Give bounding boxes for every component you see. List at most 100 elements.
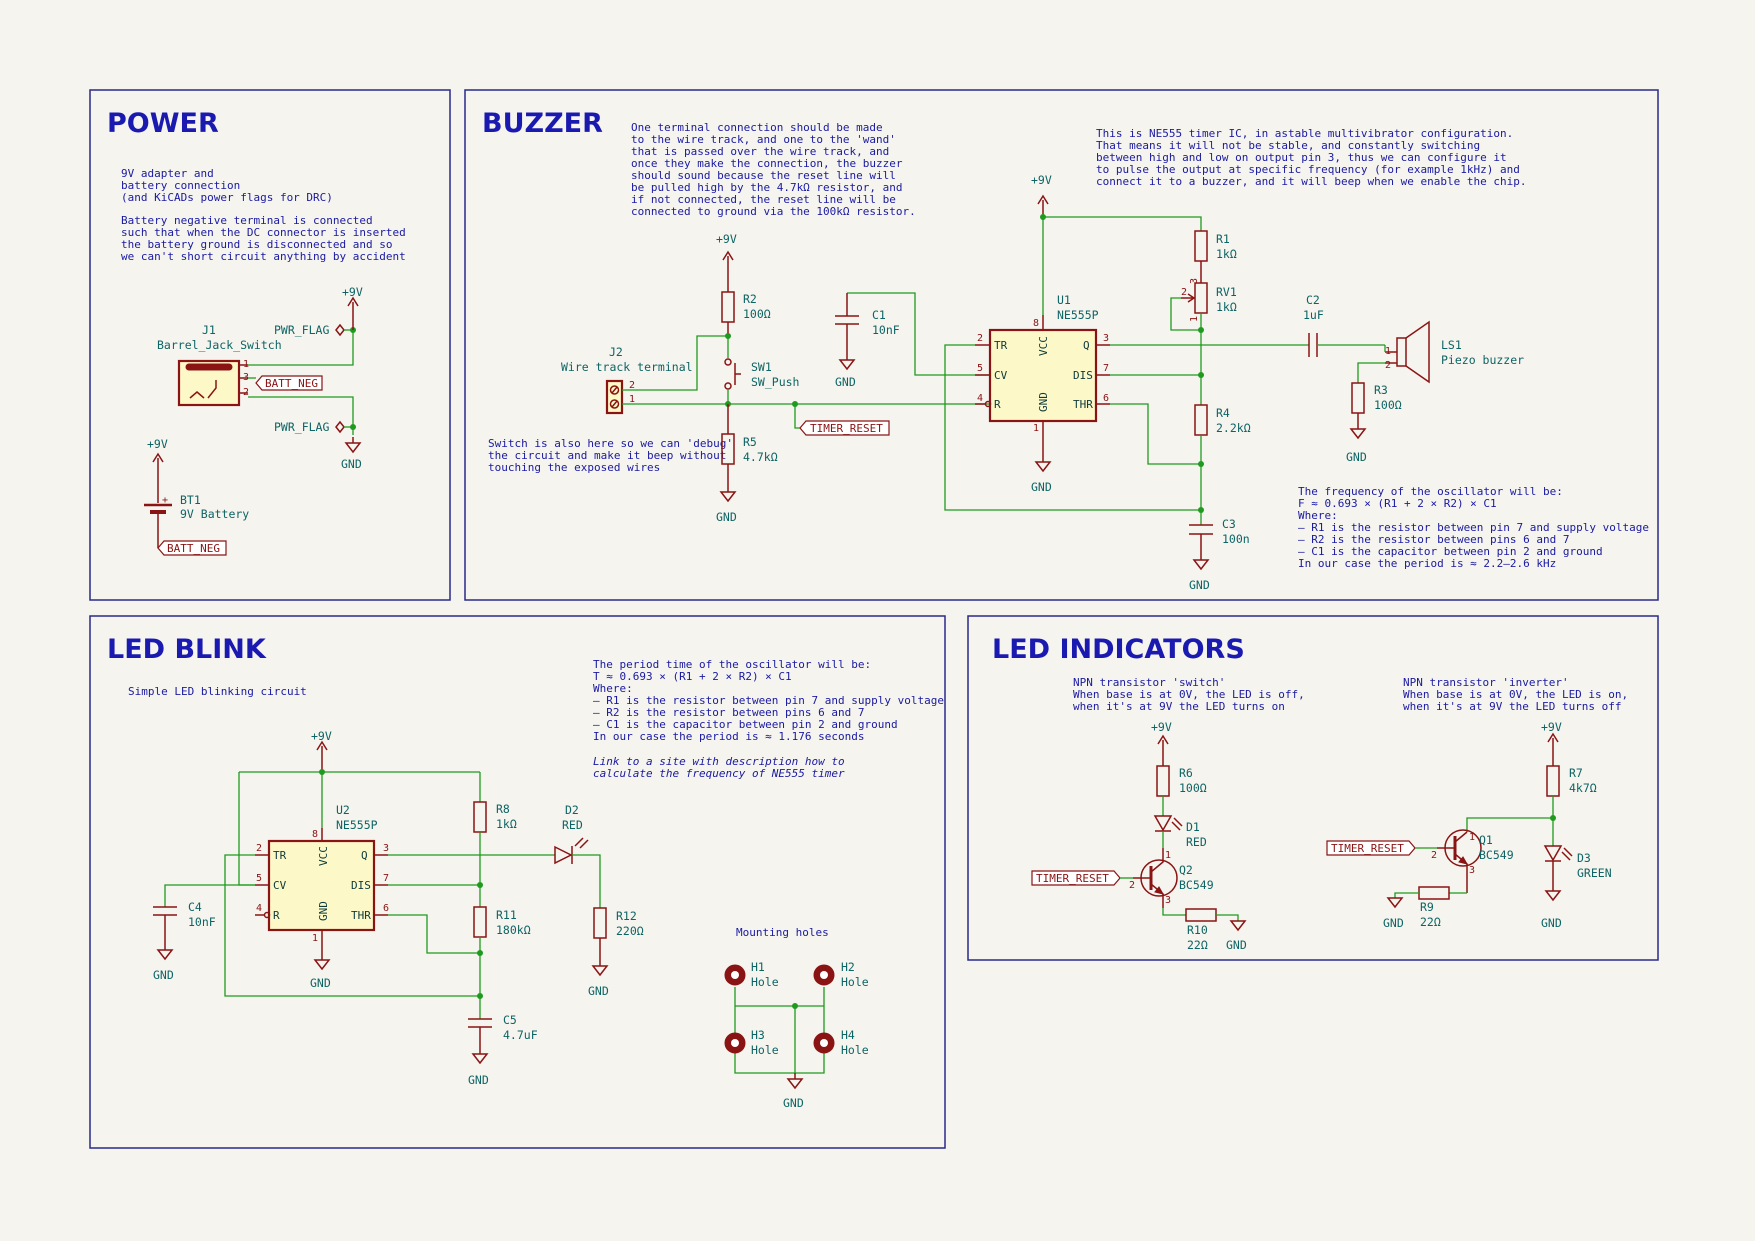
note-line: Switch is also here so we can 'debug' — [488, 437, 733, 450]
c4-value: 10nF — [188, 915, 216, 929]
plus9v-symbol — [1157, 734, 1169, 766]
r1-resistor — [1194, 230, 1208, 262]
plus9v-label: +9V — [1151, 720, 1172, 734]
q1-npn-transistor-icon — [1437, 829, 1482, 893]
r3-ref: R3 — [1374, 383, 1388, 397]
pwr-flag-1: PWR_FLAG — [274, 323, 329, 337]
pin-number: 7 — [1103, 363, 1109, 374]
plus9v-symbol — [1037, 194, 1049, 217]
q2-ref: Q2 — [1179, 863, 1193, 877]
note-line: such that when the DC connector is inser… — [121, 226, 406, 239]
rv1-ref: RV1 — [1216, 285, 1237, 299]
c5-capacitor — [468, 1018, 492, 1054]
r7-ref: R7 — [1569, 766, 1583, 780]
pin-number: 4 — [977, 393, 983, 404]
c2-value: 1uF — [1303, 308, 1324, 322]
pin-number: 1 — [629, 394, 635, 405]
note-line: when it's at 9V the LED turns on — [1073, 700, 1285, 713]
note-blink-link[interactable]: Link to a site with description how toca… — [593, 755, 845, 780]
d3-led-icon — [1543, 845, 1573, 862]
note-line: This is NE555 timer IC, in astable multi… — [1096, 127, 1513, 140]
u2-value: NE555P — [336, 818, 378, 832]
note-line: – C1 is the capacitor between pin 2 and … — [593, 718, 898, 731]
j2-terminal — [605, 379, 624, 415]
pin-label: TR — [273, 849, 287, 862]
note-npn-switch: NPN transistor 'switch'When base is at 0… — [1073, 676, 1305, 713]
gnd-symbol — [719, 464, 737, 503]
note-line: connected to ground via the 100kΩ resist… — [631, 205, 916, 218]
pin-number: 1 — [243, 359, 249, 370]
j1-ref: J1 — [202, 323, 216, 337]
note-mounting-holes: Mounting holes — [736, 926, 829, 939]
pin-label: Q — [361, 849, 368, 862]
pin-label: GND — [1037, 392, 1050, 412]
gnd-label: GND — [835, 375, 856, 389]
note-line: touching the exposed wires — [488, 461, 660, 474]
pin-number: 1 — [1033, 423, 1039, 434]
d1-led-icon — [1153, 815, 1183, 832]
r8-ref: R8 — [496, 802, 510, 816]
batt-neg-label-bt1: BATT_NEG — [157, 540, 227, 556]
pin-number: 3 — [243, 372, 249, 383]
gnd-label: GND — [1346, 450, 1367, 464]
sw1-value: SW_Push — [751, 375, 799, 389]
r5-ref: R5 — [743, 435, 757, 449]
pin-number: 3 — [1103, 333, 1109, 344]
pin-number: 1 — [1385, 346, 1391, 357]
note-line: Where: — [1298, 509, 1338, 522]
timer-reset-label-q2: TIMER_RESET — [1031, 870, 1121, 886]
pwr-flag-icon — [335, 420, 345, 434]
pin-number: 2 — [243, 387, 249, 398]
r6-value: 100Ω — [1179, 781, 1207, 795]
note-line: – R2 is the resistor between pins 6 and … — [1298, 533, 1570, 546]
h2-value: Hole — [841, 975, 869, 989]
r12-value: 220Ω — [616, 924, 644, 938]
gnd-label: GND — [468, 1073, 489, 1087]
pin-number: 1 — [1189, 316, 1200, 322]
note-line: – C1 is the capacitor between pin 2 and … — [1298, 545, 1603, 558]
r9-value: 22Ω — [1420, 915, 1441, 929]
note-line: to the wire track, and one to the 'wand' — [631, 133, 896, 146]
j2-value: Wire track terminal — [561, 360, 693, 374]
note-line: NPN transistor 'inverter' — [1403, 676, 1569, 689]
pin-number: 1 — [1165, 850, 1171, 861]
q1-value: BC549 — [1479, 848, 1514, 862]
pin-number: 2 — [1181, 287, 1187, 298]
gnd-label: GND — [588, 984, 609, 998]
bt1-battery — [144, 478, 172, 548]
q2-npn-transistor-icon — [1133, 848, 1178, 908]
pin-number: 2 — [256, 843, 262, 854]
note-line: – R2 is the resistor between pins 6 and … — [593, 706, 865, 719]
r12-ref: R12 — [616, 909, 637, 923]
note-line: 9V adapter and — [121, 167, 214, 180]
pin-number: 1 — [312, 933, 318, 944]
note-line: In our case the period is ≈ 2.2–2.6 kHz — [1298, 557, 1556, 570]
note-line: be pulled high by the 4.7kΩ resistor, an… — [631, 181, 903, 194]
pin-number: 6 — [1103, 393, 1109, 404]
gnd-symbol — [471, 1053, 489, 1065]
gnd-label: GND — [310, 976, 331, 990]
batt-neg-label-j1: BATT_NEG — [255, 375, 323, 391]
pin-number: 2 — [1431, 850, 1437, 861]
c1-capacitor — [835, 293, 859, 360]
note-blink-period: The period time of the oscillator will b… — [593, 658, 944, 743]
gnd-label: GND — [1226, 938, 1247, 952]
note-line: Link to a site with description how to — [593, 755, 845, 768]
note-buzzer-wand: One terminal connection should be madeto… — [631, 121, 916, 218]
gnd-label: GND — [1189, 578, 1210, 592]
r9-resistor — [1418, 886, 1450, 900]
pin-number: 3 — [383, 843, 389, 854]
r2-ref: R2 — [743, 292, 757, 306]
gnd-label: GND — [153, 968, 174, 982]
section-title-led-blink: LED BLINK — [107, 634, 267, 665]
c1-ref: C1 — [872, 308, 886, 322]
note-line: the circuit and make it beep without — [488, 449, 726, 462]
svg-text:TIMER_RESET: TIMER_RESET — [810, 422, 883, 435]
note-line: That means it will not be stable, and co… — [1096, 139, 1480, 152]
plus9v-symbol — [347, 296, 359, 330]
note-line: should sound because the reset line will — [631, 169, 896, 182]
plus9v-label: +9V — [716, 232, 737, 246]
pin-label: CV — [994, 369, 1008, 382]
svg-text:BATT_NEG: BATT_NEG — [167, 542, 220, 555]
note-line: One terminal connection should be made — [631, 121, 883, 134]
